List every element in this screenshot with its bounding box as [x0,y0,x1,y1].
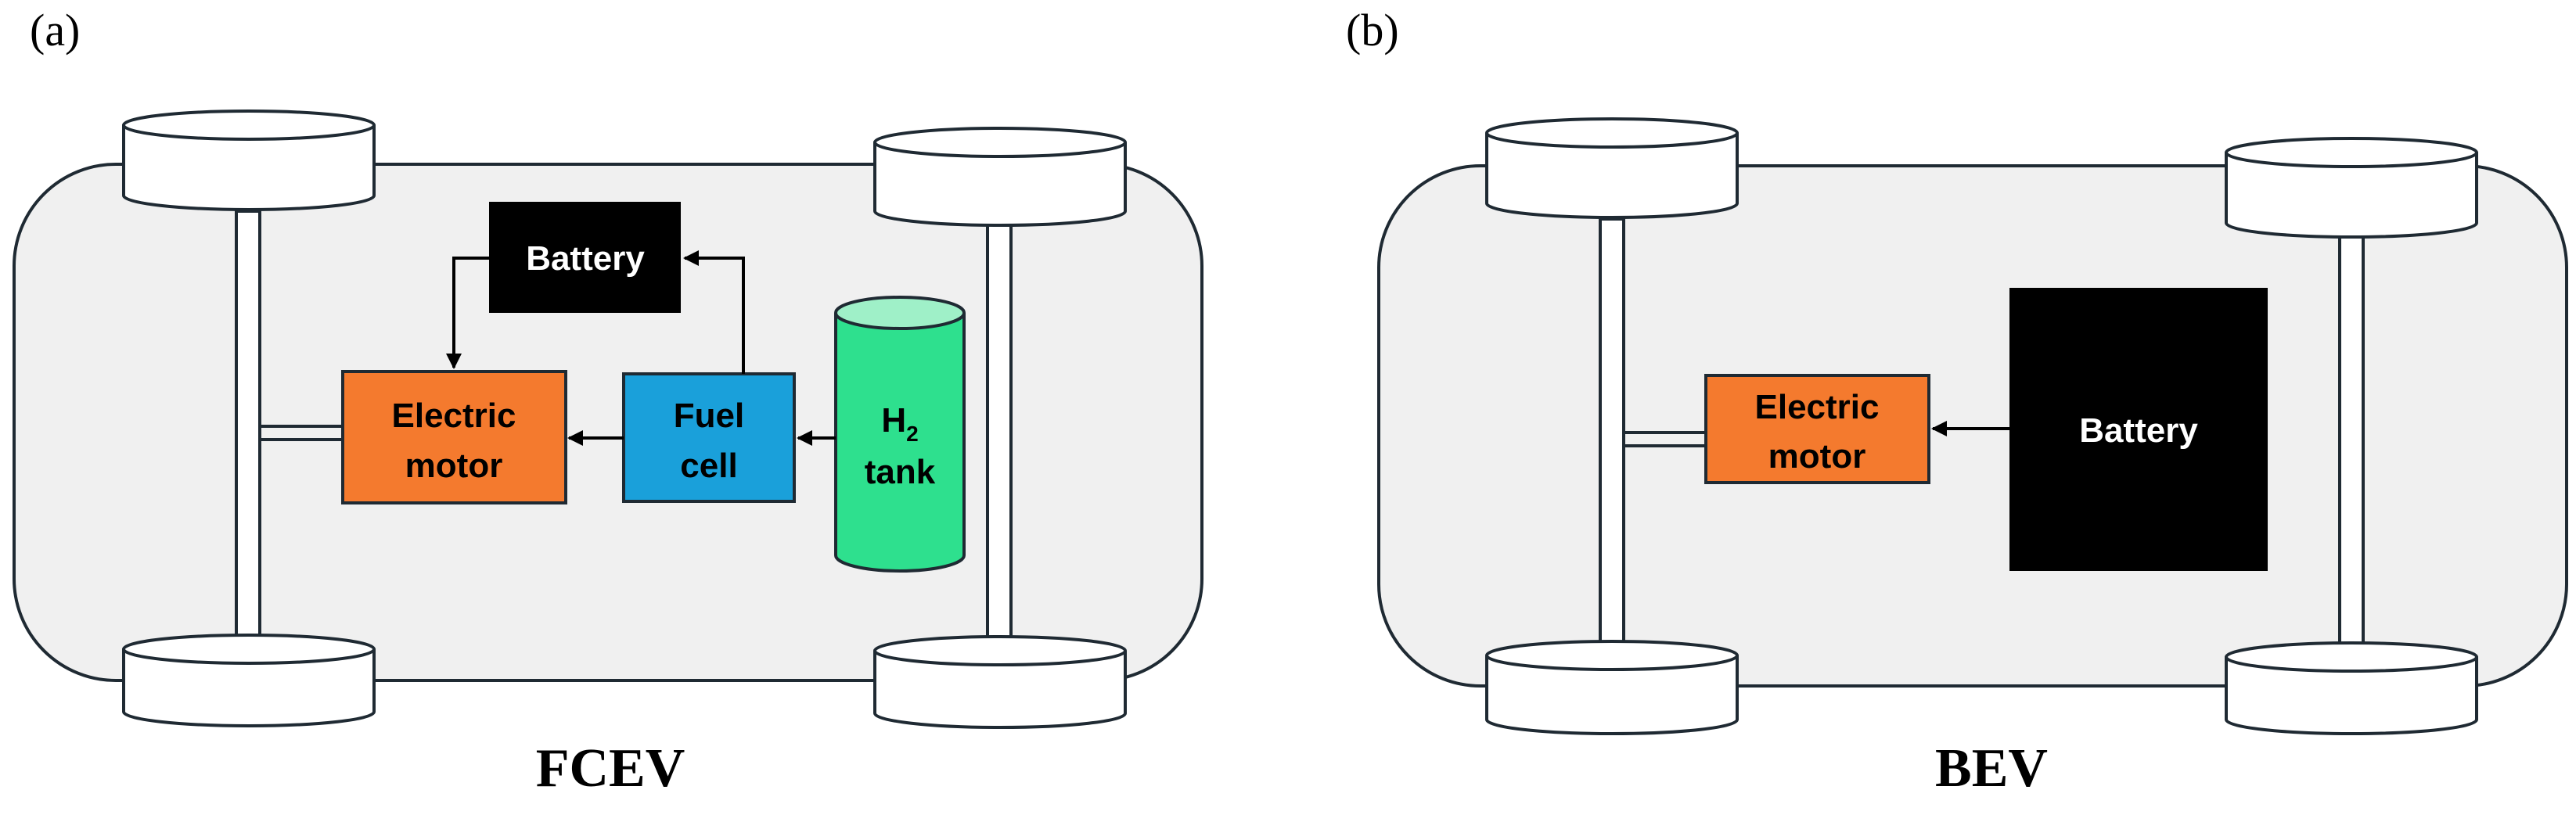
drive-shaft [260,425,343,441]
wheel-front-bottom [1485,640,1739,735]
arrow-fuelcell-to-battery [683,250,745,374]
caption-b: BEV [1935,738,2048,799]
battery-block: Battery [489,202,681,313]
motor-label-line2: motor [1768,437,1866,476]
wheel-rear-bottom [873,635,1127,729]
panel-a: (a) Battery [13,5,1203,799]
front-axle [1599,217,1625,659]
wheel-rear-bottom [2225,641,2478,735]
wheel-rear-top [873,127,1127,227]
panel-b: (b) Electric [1346,5,2568,799]
car-body [1377,164,2568,688]
wheel-front-top [122,110,376,211]
panel-label-a: (a) [30,5,80,56]
tank-label-line1: H2 [881,401,918,446]
electric-motor-block: Electric motor [341,370,567,504]
fuel-cell-label-line2: cell [680,447,737,485]
battery-block: Battery [2009,288,2268,571]
wheel-front-bottom [122,634,376,727]
wheel-rear-top [2225,137,2478,239]
drive-shaft [1624,431,1706,447]
front-axle [235,210,261,651]
fuel-cell-label-line1: Fuel [674,397,744,435]
fuel-cell-block: Fuel cell [622,372,796,503]
arrow-battery-to-motor [446,257,489,369]
rear-axle [986,217,1013,651]
panel-label-b: (b) [1346,5,1399,56]
rear-axle [2338,233,2365,659]
motor-label-line2: motor [405,447,503,485]
motor-label-line1: Electric [1755,388,1880,426]
electric-motor-block: Electric motor [1704,374,1930,484]
battery-label: Battery [526,239,645,278]
h2-tank: H2 tank [834,296,966,573]
wheel-front-top [1485,117,1739,219]
caption-a: FCEV [536,738,685,799]
tank-label-line2: tank [865,453,936,491]
battery-label: Battery [2079,411,2198,450]
motor-label-line1: Electric [392,397,516,435]
